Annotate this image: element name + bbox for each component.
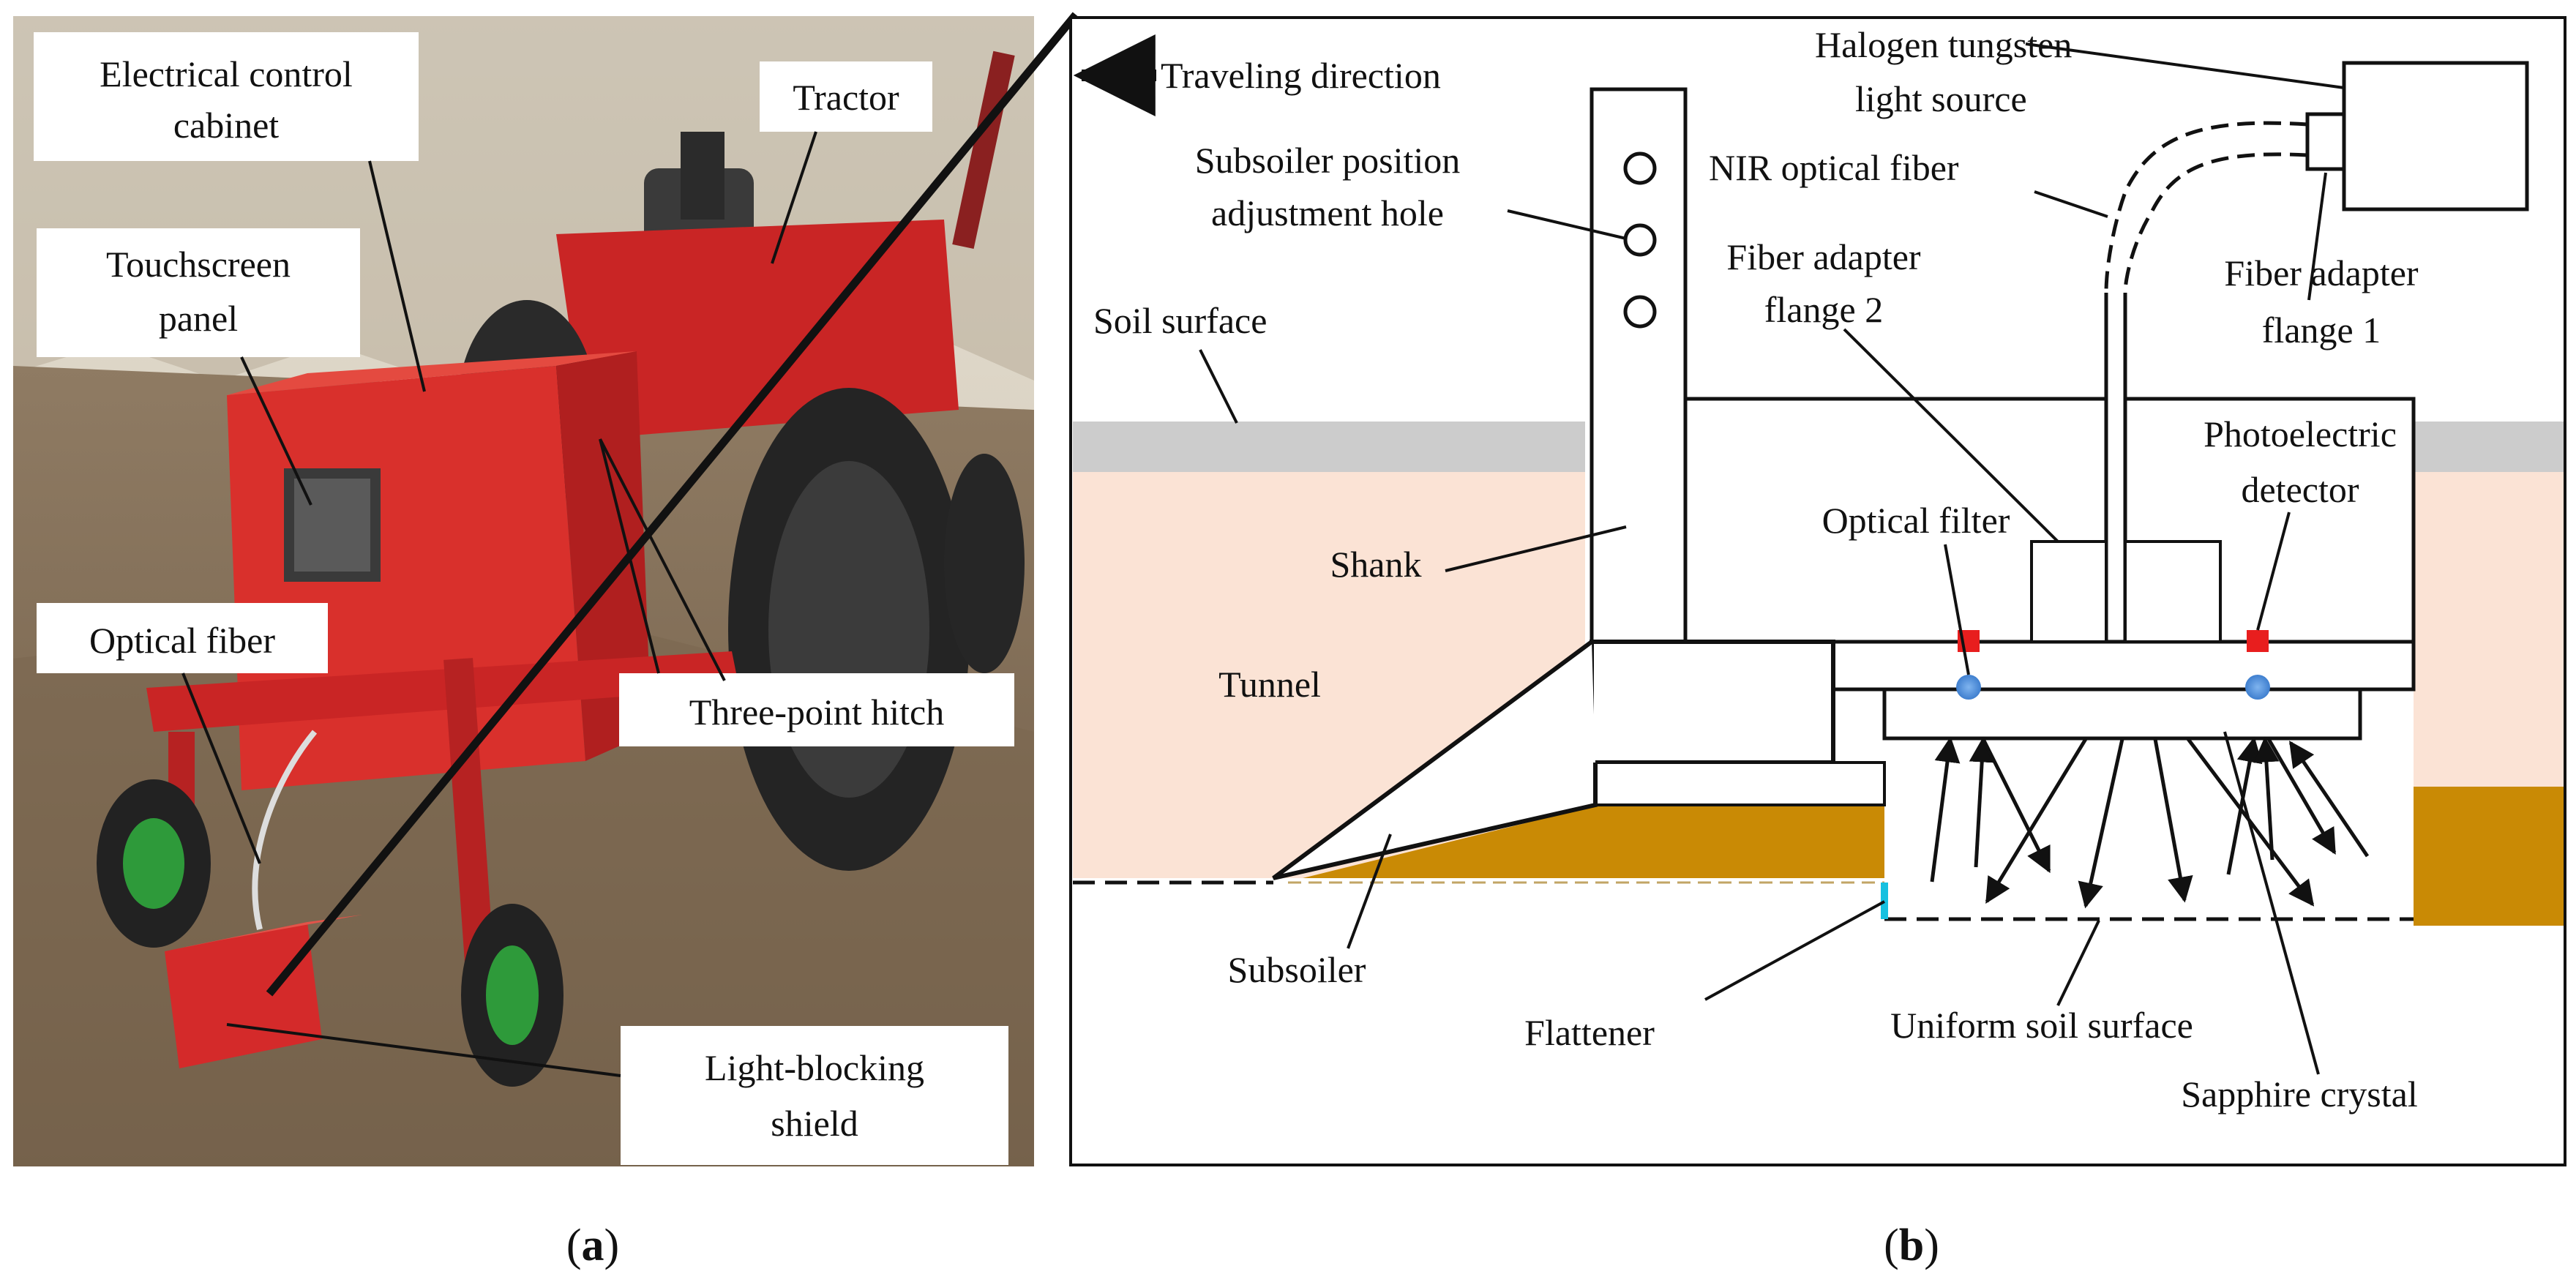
flattener-block [1594,761,1886,806]
detector-block [2124,540,2222,643]
label-light-blocking-shield-line1: Light-blocking [705,1047,924,1088]
fiber-flange-1-label-line2: flange 1 [2262,310,2381,351]
label-tractor-text: Tractor [793,77,899,118]
fiber-flange-2-label-line2: flange 2 [1764,289,1883,330]
optical-filter-label: Optical filter [1822,500,2010,541]
adjustment-hole-2 [1623,223,1657,257]
soil-surface-band-left [1073,422,1585,472]
flattener-label: Flattener [1524,1012,1655,1053]
soil-surface-label: Soil surface [1093,300,1267,341]
label-electrical-control-cabinet: Electrical control cabinet [34,32,419,161]
subsoiler-hole-label-line1: Subsoiler position [1195,140,1461,181]
fiber-adapter-flange-1 [2305,112,2346,171]
label-light-blocking-shield: Light-blocking shield [621,1026,1008,1165]
label-three-point-hitch-text: Three-point hitch [689,692,945,733]
adjustment-hole-3 [1623,295,1657,329]
panel-b: Traveling direction [1069,16,2566,1270]
fiber-flange-2-label-line1: Fiber adapter [1726,236,1921,277]
panel-b-caption: (b) [1884,1221,1939,1270]
fiber-flange-1-label-line1: Fiber adapter [2224,252,2419,293]
housing-right [2123,397,2416,644]
traveling-direction-label: Traveling direction [1161,55,1441,96]
soil-body-right [2414,472,2564,787]
fiber-gap-mask [2108,395,2124,644]
subsoiler-hole-label-line2: adjustment hole [1211,192,1444,233]
label-optical-fiber-text: Optical fiber [89,620,275,661]
photoelectric-detector-label-line1: Photoelectric [2204,413,2397,454]
panel-a: Electrical control cabinet Tractor Touch… [13,16,1034,1270]
shank-label: Shank [1330,544,1422,585]
adjustment-hole-1 [1623,151,1657,185]
compacted-soil-left [1303,805,1884,878]
sapphire-crystal-plate [1882,687,2362,741]
label-light-blocking-shield-line2: shield [771,1103,858,1144]
label-electrical-control-cabinet-line1: Electrical control [100,53,353,94]
panel-a-caption: (a) [566,1221,619,1270]
nir-fiber-label: NIR optical fiber [1709,147,1959,188]
label-optical-fiber: Optical fiber [37,603,328,673]
halogen-source-label-line2: light source [1855,78,2027,119]
zoom-connector-line [266,12,1079,997]
photoelectric-detector-marker [2247,630,2269,652]
lens-left [1956,675,1981,700]
sapphire-crystal-label: Sapphire crystal [2181,1074,2418,1114]
compacted-soil-right [2414,787,2564,926]
nir-optical-fiber-upper [2104,121,2308,293]
label-touchscreen-panel-line1: Touchscreen [106,244,291,285]
field-photo [13,16,1034,1166]
flange-2-block [2030,540,2108,643]
halogen-light-source-box [2342,61,2529,211]
label-electrical-control-cabinet-line2: cabinet [173,105,279,146]
label-tractor: Tractor [760,61,932,132]
label-touchscreen-panel: Touchscreen panel [37,228,360,357]
label-three-point-hitch: Three-point hitch [619,673,1014,746]
nir-optical-fiber-lower [2123,152,2308,293]
photoelectric-detector-label-line2: detector [2241,469,2359,510]
subsoiler-label: Subsoiler [1228,949,1366,990]
subsoiler-wedge [1272,640,1598,880]
lens-right [2245,675,2270,700]
label-touchscreen-panel-line2: panel [159,298,238,339]
uniform-soil-surface-label: Uniform soil surface [1890,1005,2193,1046]
schematic-leader-lines [1199,42,2345,1075]
soil-surface-band-right [2414,422,2564,472]
subsoiler-block [1590,640,1835,765]
tunnel-label: Tunnel [1218,664,1321,705]
